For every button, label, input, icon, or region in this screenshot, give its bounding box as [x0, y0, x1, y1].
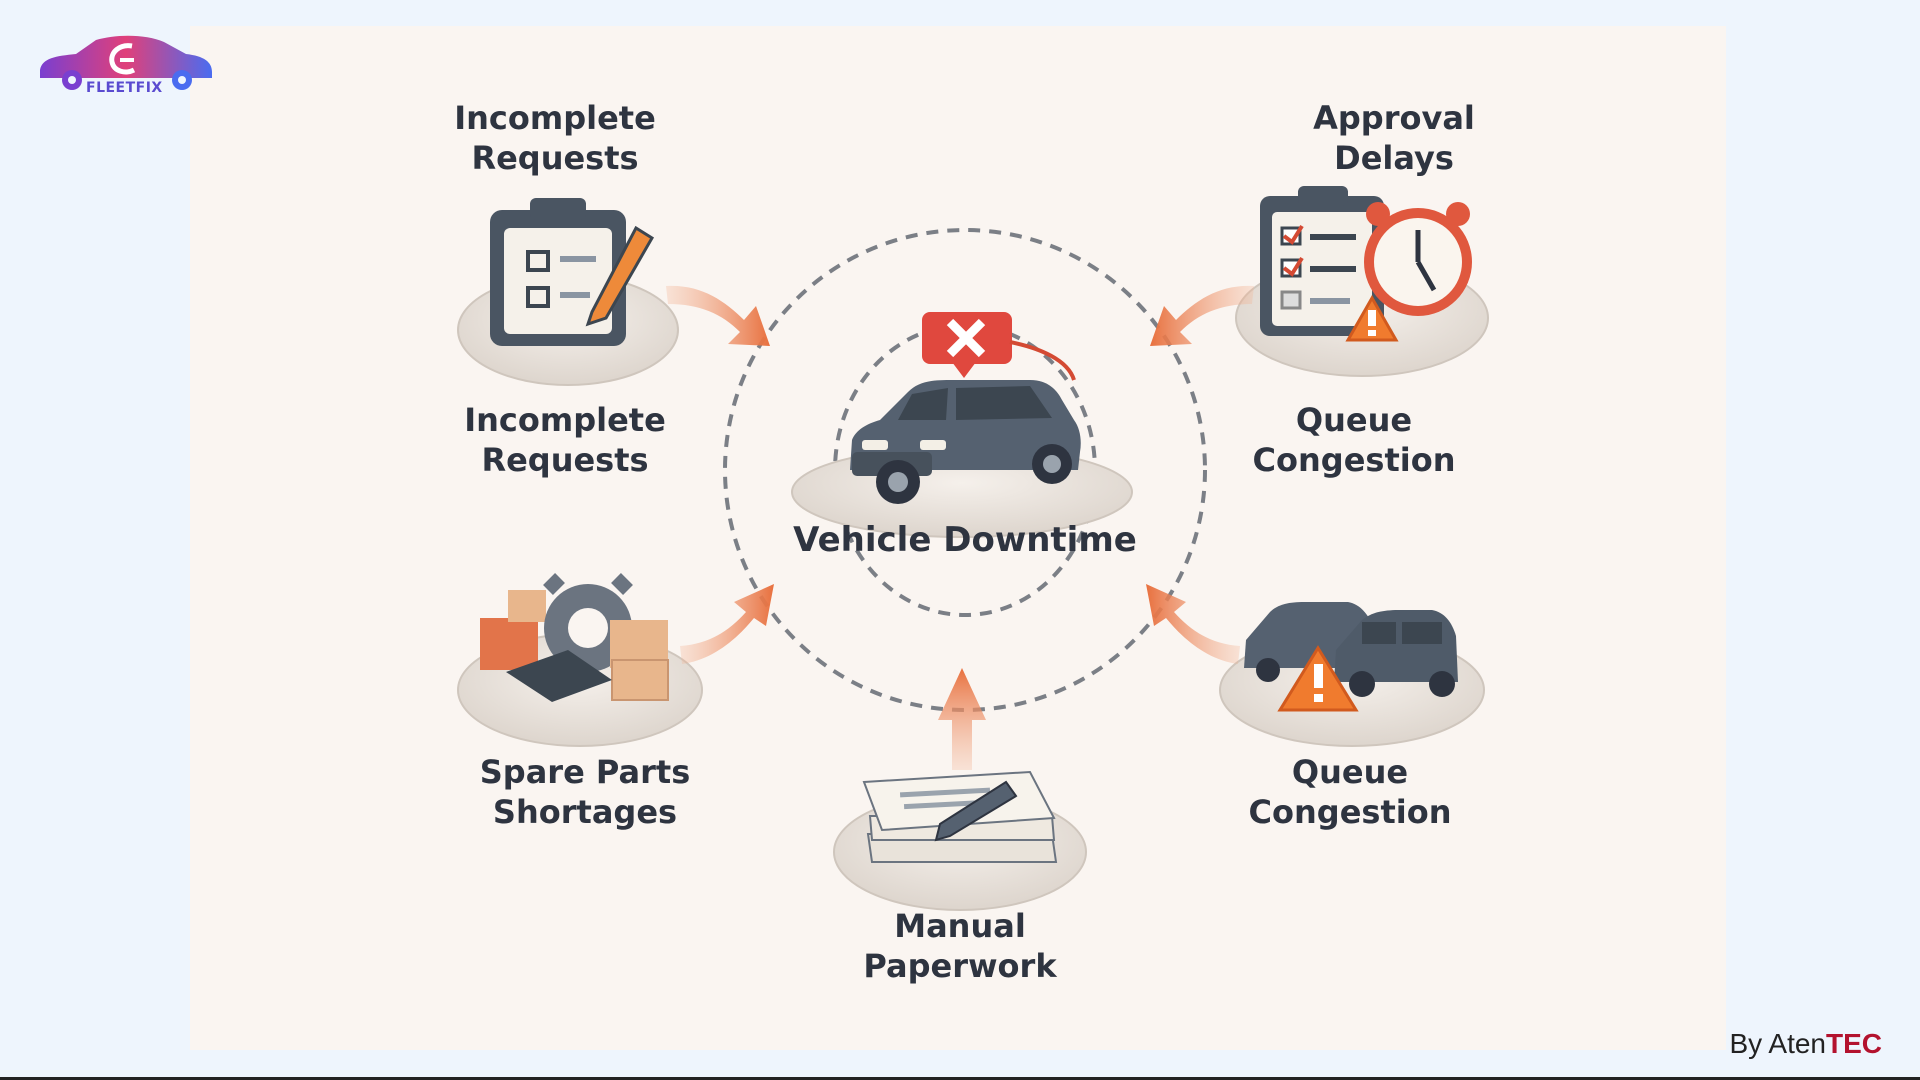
logo-text: FLEETFIX	[86, 80, 163, 96]
fleetfix-logo	[40, 35, 212, 90]
center-label: Vehicle Downtime	[793, 520, 1137, 560]
credit-prefix: By Aten	[1729, 1028, 1826, 1059]
arrow-mid-right	[1146, 584, 1240, 664]
center-car-icon	[791, 312, 1133, 538]
arrow-bottom	[938, 668, 986, 770]
outer-dashed-ring	[723, 228, 1207, 712]
queued-cars-icon	[1219, 602, 1485, 747]
bottom-divider	[0, 1077, 1920, 1080]
arrow-top-right	[1150, 285, 1254, 346]
spare-parts-icon	[457, 573, 703, 747]
arrow-mid-left	[680, 584, 774, 664]
arrow-top-left	[666, 285, 770, 346]
clipboard-pencil-icon	[457, 198, 679, 386]
credit: By AtenTEC	[1729, 1028, 1882, 1060]
paperwork-stack-icon	[833, 770, 1087, 911]
credit-brand: TEC	[1826, 1028, 1882, 1059]
checklist-clock-icon	[1235, 186, 1489, 377]
